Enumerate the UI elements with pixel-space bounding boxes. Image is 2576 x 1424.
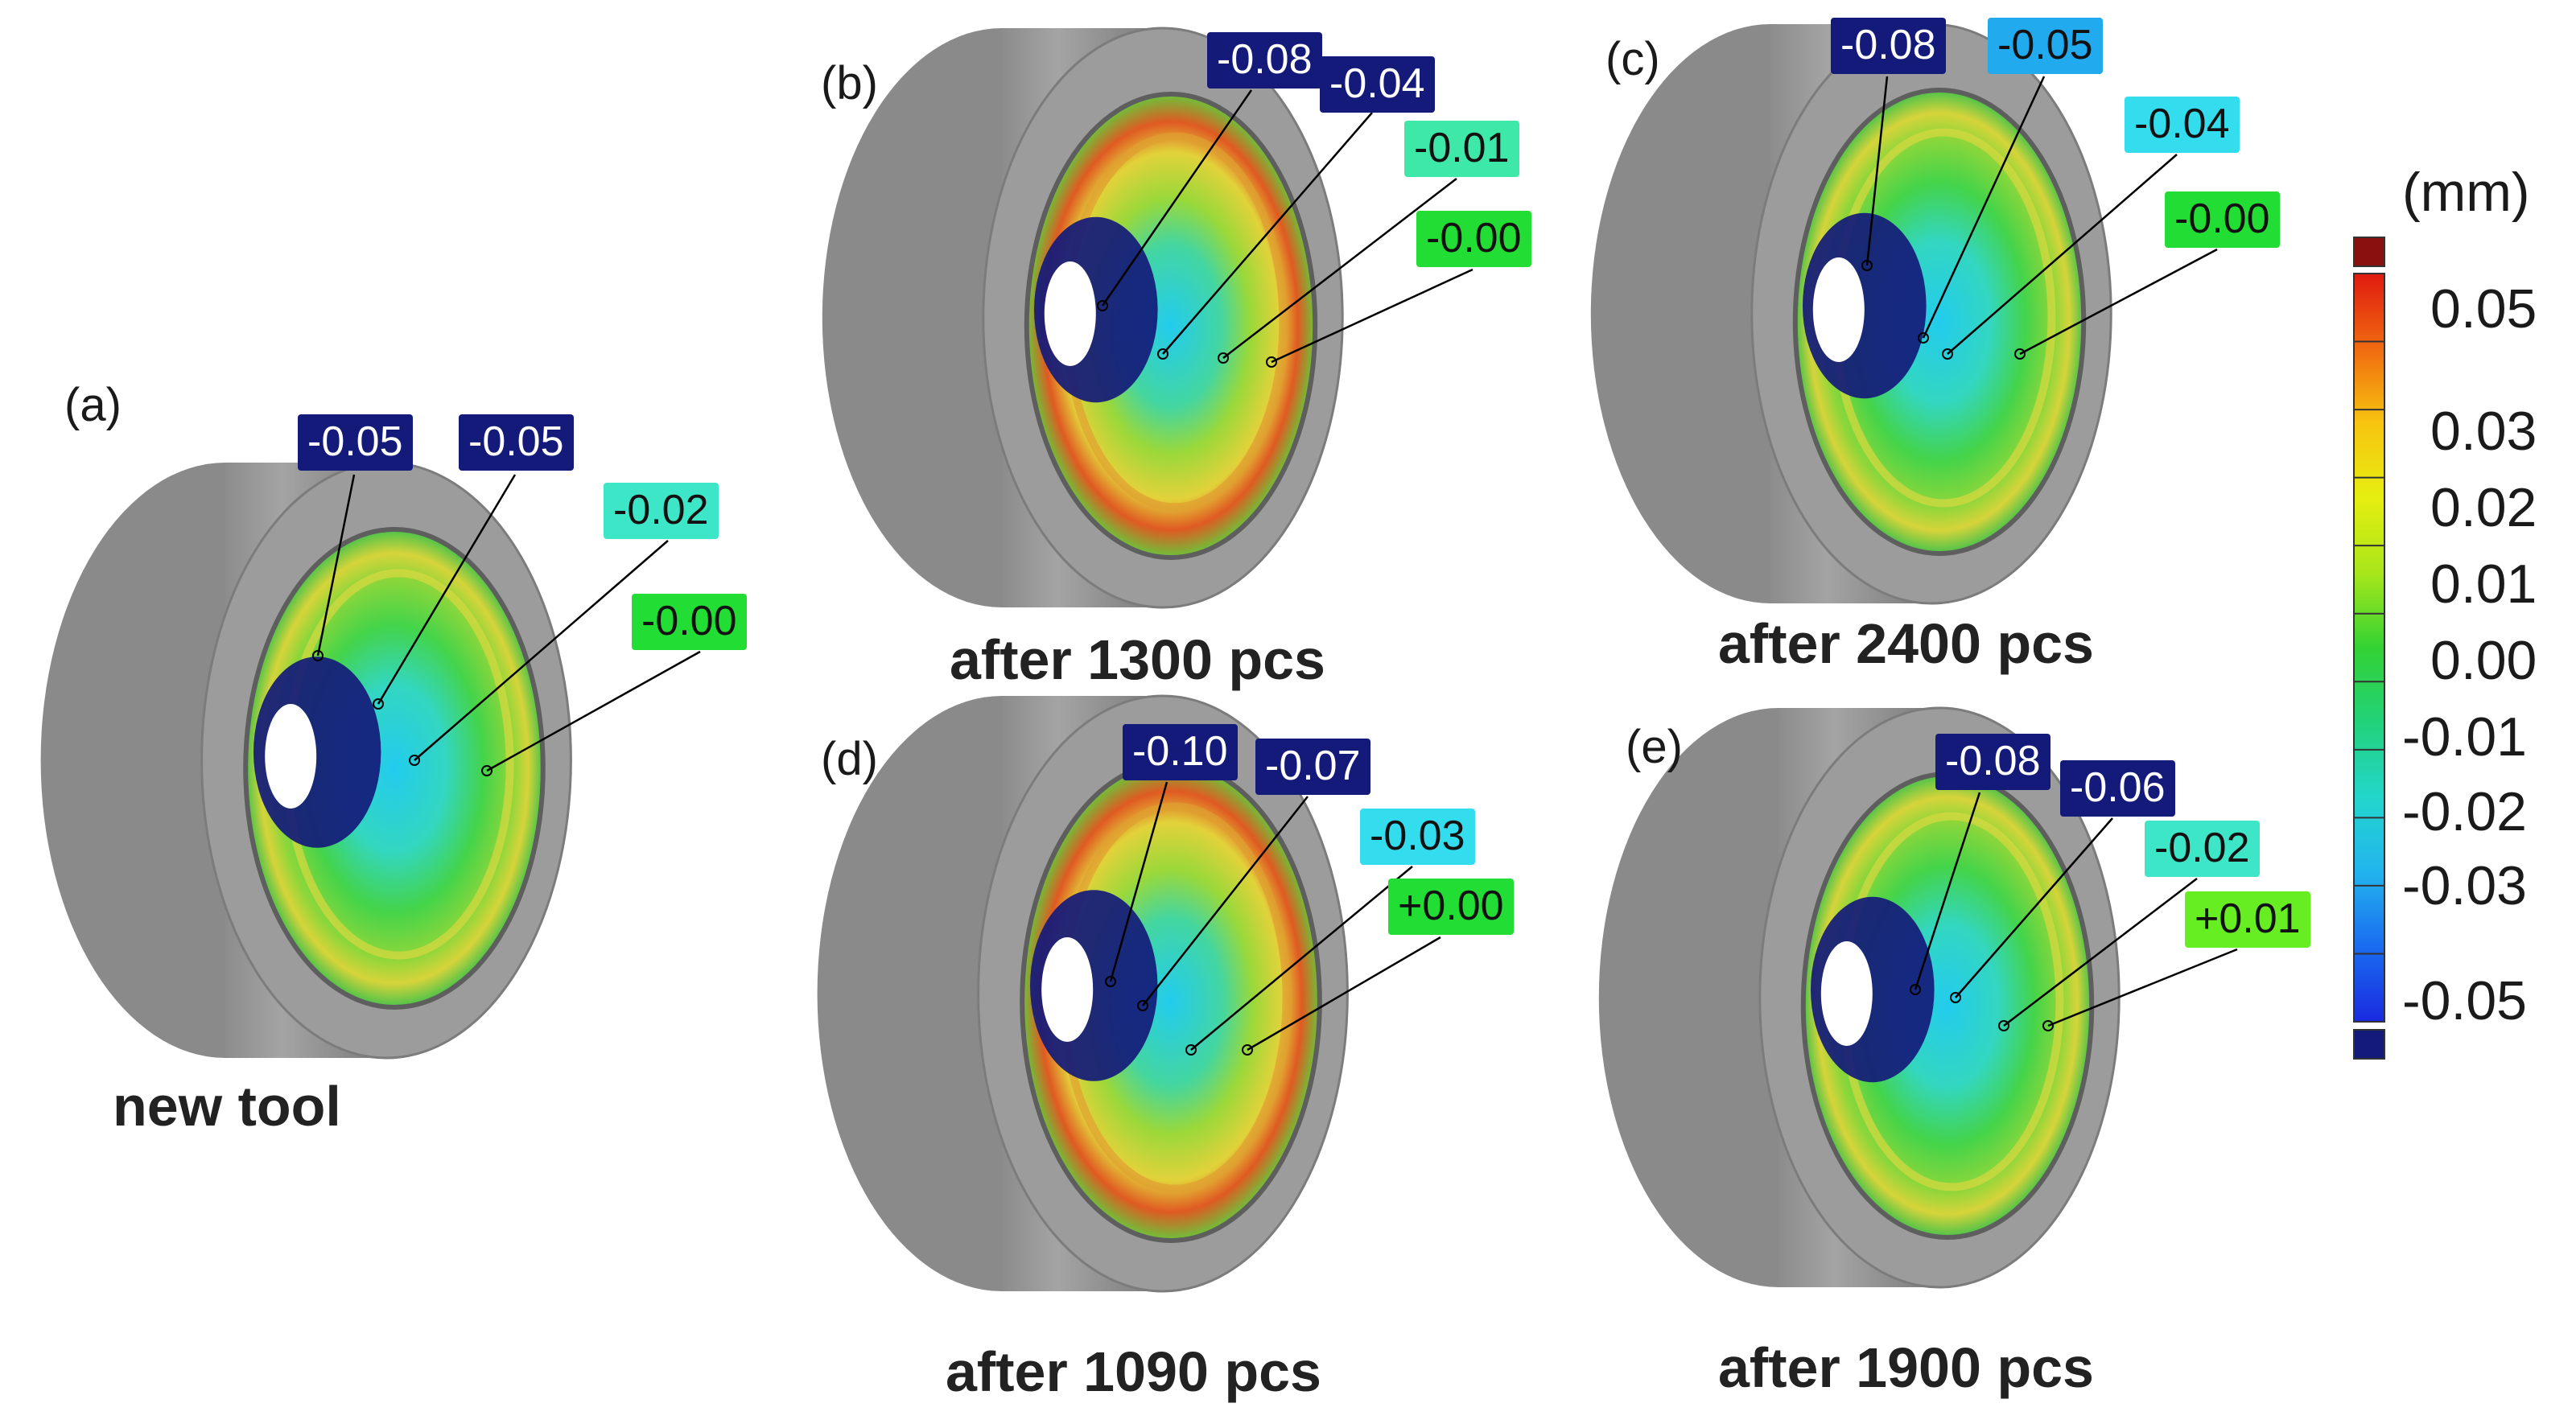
- leader-line: [316, 474, 356, 656]
- measure-point: [481, 765, 493, 776]
- scale-gradient: [2353, 273, 2385, 1023]
- scale-tick-label: 0.02: [2430, 477, 2537, 538]
- scale-tick-label: -0.03: [2402, 855, 2527, 916]
- panel-letter-e: (e): [1626, 721, 1683, 773]
- leader-line: [1914, 792, 1981, 990]
- leader-line: [1190, 866, 1413, 1051]
- value-tag: -0.02: [604, 483, 719, 539]
- measure-point: [1242, 1044, 1253, 1056]
- value-tag: -0.00: [1416, 211, 1531, 267]
- leader-line: [1271, 268, 1473, 364]
- measure-point: [1861, 260, 1873, 271]
- leader-line: [414, 540, 669, 761]
- measure-point: [409, 755, 420, 766]
- measure-point: [1918, 332, 1929, 344]
- bore-hole: [1044, 261, 1096, 366]
- scale-over-swatch: [2353, 237, 2385, 267]
- leader-line: [377, 474, 517, 705]
- value-tag: +0.00: [1388, 879, 1514, 935]
- tool-3: [817, 694, 1349, 1293]
- scale-unit: (mm): [2402, 162, 2530, 223]
- deviation-map: [1792, 88, 2087, 556]
- panel-letter-c: (c): [1605, 33, 1660, 85]
- measure-point: [1266, 356, 1277, 368]
- deviation-map: [1024, 92, 1318, 560]
- panel-letter-d: (d): [821, 733, 878, 785]
- measure-point: [1105, 976, 1116, 987]
- tool-2: [1590, 23, 2112, 605]
- caption-a: new tool: [113, 1075, 341, 1138]
- bore-hole: [1041, 937, 1094, 1042]
- measure-point: [1998, 1020, 2009, 1031]
- value-tag: +0.01: [2185, 891, 2310, 948]
- value-tag: -0.01: [1404, 121, 1519, 177]
- value-tag: -0.10: [1123, 724, 1238, 780]
- value-tag: -0.08: [1935, 734, 2050, 790]
- scale-tick-label: -0.01: [2402, 706, 2527, 768]
- bore-hole: [1820, 941, 1873, 1046]
- scale-tick-label: -0.02: [2402, 781, 2527, 842]
- leader-line: [1101, 89, 1253, 307]
- measure-point: [1942, 348, 1953, 360]
- measure-point: [1910, 984, 1921, 995]
- measure-point: [312, 650, 324, 661]
- measure-point: [373, 698, 384, 710]
- leader-line: [2003, 878, 2198, 1027]
- leader-line: [1865, 76, 1889, 266]
- leader-line: [1947, 154, 2178, 355]
- scale-under-swatch: [2353, 1029, 2385, 1060]
- caption-d: after 1090 pcs: [946, 1340, 1321, 1403]
- measure-point: [1185, 1044, 1197, 1056]
- measure-point: [1097, 300, 1108, 311]
- scale-tick-label: 0.05: [2430, 278, 2537, 340]
- leader-line: [1109, 781, 1168, 982]
- leader-line: [2047, 948, 2238, 1027]
- color-scale-bar: [2353, 237, 2385, 1060]
- scale-tick-label: 0.00: [2430, 630, 2537, 691]
- leader-line: [1955, 817, 2113, 998]
- panel-letter-a: (a): [64, 379, 122, 431]
- measure-point: [1950, 992, 1961, 1003]
- tool-0: [40, 461, 572, 1060]
- scale-tick-label: -0.05: [2402, 970, 2527, 1031]
- value-tag: -0.06: [2060, 760, 2175, 817]
- bore-hole: [1812, 257, 1865, 362]
- value-tag: -0.00: [2165, 191, 2280, 248]
- leader-line: [2019, 248, 2218, 356]
- measure-point: [1218, 352, 1229, 364]
- value-tag: -0.03: [1360, 809, 1475, 865]
- value-tag: -0.04: [1320, 56, 1435, 113]
- caption-b: after 1300 pcs: [950, 628, 1325, 691]
- measure-point: [2014, 348, 2026, 360]
- leader-line: [1222, 178, 1457, 359]
- value-tag: -0.08: [1831, 18, 1946, 74]
- bore-hole: [265, 704, 317, 809]
- value-tag: -0.05: [459, 414, 574, 471]
- leader-line: [1922, 76, 2046, 339]
- measure-point: [1137, 1000, 1148, 1011]
- caption-e: after 1900 pcs: [1718, 1336, 2094, 1399]
- value-tag: -0.00: [632, 594, 747, 650]
- value-tag: -0.07: [1255, 739, 1370, 795]
- caption-c: after 2400 pcs: [1718, 612, 2094, 675]
- panel-letter-b: (b): [821, 57, 878, 109]
- scale-tick-label: 0.01: [2430, 554, 2537, 615]
- leader-line: [1162, 112, 1373, 355]
- tool-1: [822, 27, 1344, 609]
- value-tag: -0.04: [2125, 97, 2240, 153]
- measure-point: [2042, 1020, 2054, 1031]
- measure-point: [1157, 348, 1168, 360]
- value-tag: -0.08: [1207, 32, 1322, 88]
- value-tag: -0.05: [1988, 18, 2103, 74]
- value-tag: -0.02: [2145, 821, 2260, 877]
- tool-4: [1598, 706, 2121, 1289]
- scale-tick-label: 0.03: [2430, 401, 2537, 462]
- leader-line: [486, 650, 701, 772]
- value-tag: -0.05: [298, 414, 413, 471]
- leader-line: [1247, 936, 1441, 1052]
- leader-line: [1142, 796, 1309, 1006]
